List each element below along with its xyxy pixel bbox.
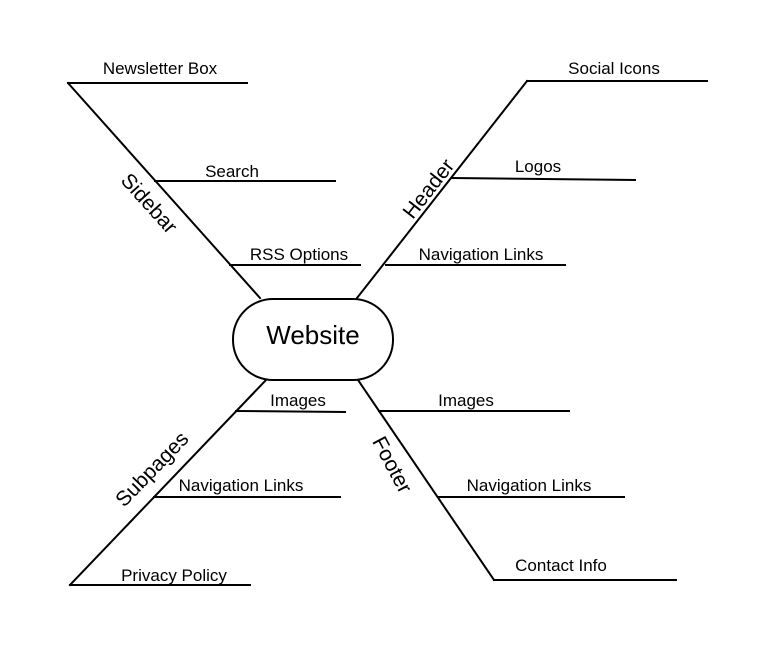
sidebar-item-rss-label: RSS Options	[250, 245, 348, 264]
center-node-label: Website	[266, 320, 359, 350]
branch-subpages: Images Navigation Links Privacy Policy S…	[68, 378, 347, 587]
sidebar-spine	[66, 81, 262, 300]
center-node-shape	[232, 298, 394, 381]
header-item-social-label: Social Icons	[568, 59, 660, 78]
header-item-logos-underline	[450, 176, 637, 182]
subpages-item-images-label: Images	[270, 391, 326, 410]
sidebar-branch-label: Sidebar	[116, 169, 182, 238]
header-item-logos-label: Logos	[515, 157, 561, 176]
sidebar-item-search-label: Search	[205, 162, 259, 181]
subpages-item-navlinks-label: Navigation Links	[179, 476, 304, 495]
header-branch-label: Header	[399, 155, 460, 223]
branch-header: Social Icons Logos Navigation Links Head…	[355, 59, 708, 300]
footer-item-contact-label: Contact Info	[515, 556, 607, 575]
footer-branch-label: Footer	[367, 433, 416, 497]
subpages-item-images-underline	[234, 409, 347, 414]
branch-footer: Images Navigation Links Contact Info Foo…	[356, 378, 677, 582]
footer-spine	[356, 378, 496, 582]
branch-sidebar: Newsletter Box Search RSS Options Sideba…	[66, 59, 361, 300]
header-spine	[355, 79, 529, 300]
header-item-navlinks-label: Navigation Links	[419, 245, 544, 264]
footer-item-images-label: Images	[438, 391, 494, 410]
footer-item-navlinks-label: Navigation Links	[467, 476, 592, 495]
subpages-item-privacy-label: Privacy Policy	[121, 566, 227, 585]
sidebar-item-newsletter-label: Newsletter Box	[103, 59, 218, 78]
center-node: Website	[232, 298, 394, 381]
subpages-spine	[68, 378, 268, 587]
